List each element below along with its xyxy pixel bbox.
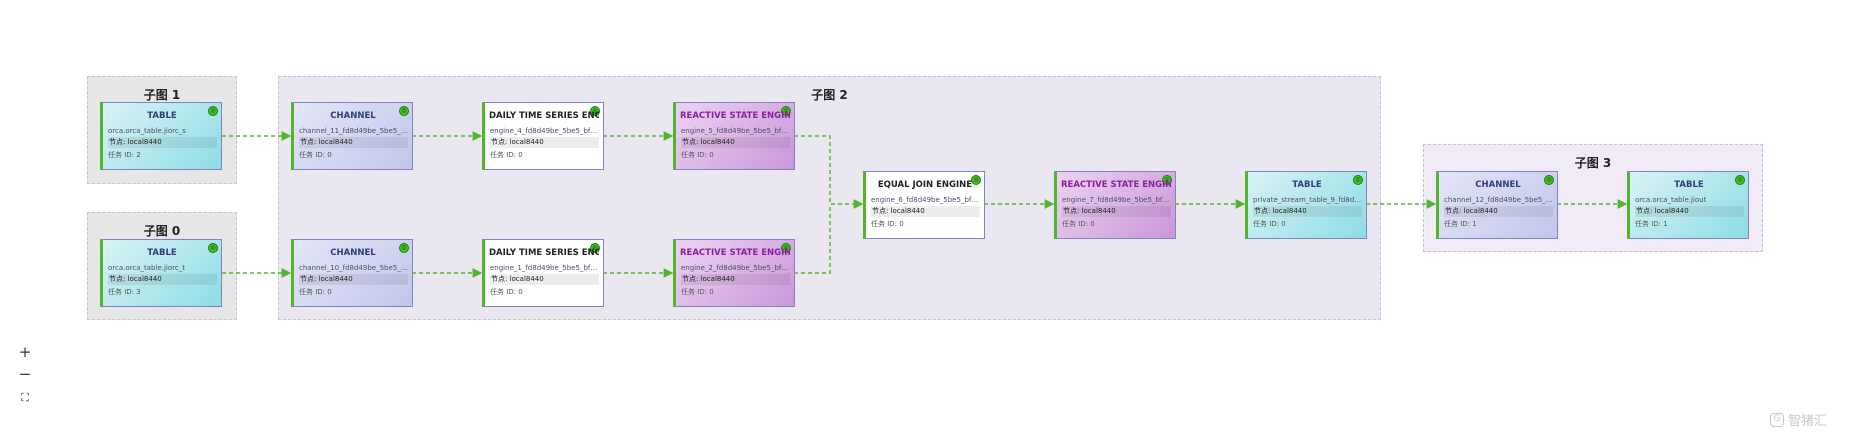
status-ok-icon: ◎ [590,106,600,116]
node-daily-ts-engine-1[interactable]: ◎ DAILY TIME SERIES ENGINE engine_1_fd8d… [482,239,604,307]
node-id: engine_1_fd8d49be_5be5_bf8... [490,264,599,272]
status-ok-icon: ◎ [1735,175,1745,185]
subgraph-3-title: 子图 3 [1574,156,1612,170]
node-address: 节点: local8440 [108,137,217,148]
node-task-id: 任务 ID: 0 [681,288,714,296]
node-task-id: 任务 ID: 0 [490,288,523,296]
watermark-text: 智猪汇 [1787,414,1827,429]
node-address: 节点: local8440 [490,274,599,285]
subgraph-2-title: 子图 2 [811,88,848,102]
watermark: G 智猪汇 [1769,410,1827,429]
node-address: 节点: local8440 [1253,206,1362,217]
fit-view-button[interactable]: ⛶ [21,391,29,404]
node-task-id: 任务 ID: 0 [490,151,523,159]
node-id: engine_5_fd8d49be_5be5_bf8... [681,127,790,135]
subgraph-0-title: 子图 0 [143,224,181,238]
node-address: 节点: local8440 [1062,206,1171,217]
status-ok-icon: ◎ [781,106,791,116]
node-channel-12[interactable]: ◎ CHANNEL channel_12_fd8d49be_5be5_b... … [1436,171,1558,239]
node-address: 节点: local8440 [299,137,408,148]
node-type: EQUAL JOIN ENGINE [877,180,973,190]
status-ok-icon: ◎ [590,243,600,253]
node-type: TABLE [1674,180,1704,190]
node-address: 节点: local8440 [108,274,217,285]
node-daily-ts-engine-4[interactable]: ◎ DAILY TIME SERIES ENGINE engine_4_fd8d… [482,102,604,170]
node-id: channel_11_fd8d49be_5be5_bf8... [299,127,408,135]
node-task-id: 任务 ID: 0 [871,220,904,228]
node-private-stream-table-9[interactable]: ◎ TABLE private_stream_table_9_fd8d4... … [1245,171,1367,239]
node-type: DAILY TIME SERIES ENGINE [489,248,599,258]
node-table-orca-jiorc-s[interactable]: ◎ TABLE orca.orca_table.jiorc_s 节点: loca… [100,102,222,170]
node-task-id: 任务 ID: 3 [108,288,141,296]
node-task-id: 任务 ID: 0 [299,288,332,296]
node-id: orca.orca_table.jiorc_s [108,127,186,135]
node-task-id: 任务 ID: 0 [681,151,714,159]
status-ok-icon: ◎ [399,243,409,253]
node-id: engine_7_fd8d49be_5be5_bf8... [1062,196,1171,204]
node-type: DAILY TIME SERIES ENGINE [489,111,599,121]
status-ok-icon: ◎ [1544,175,1554,185]
node-id: orca.orca_table.jiout [1635,196,1707,204]
node-address: 节点: local8440 [1635,206,1744,217]
node-type: CHANNEL [1475,180,1521,190]
node-id: channel_12_fd8d49be_5be5_b... [1444,196,1553,204]
zoom-in-button[interactable]: + [18,343,32,361]
node-task-id: 任务 ID: 1 [1635,220,1668,228]
status-ok-icon: ◎ [781,243,791,253]
status-ok-icon: ◎ [1162,175,1172,185]
node-reactive-engine-2[interactable]: ◎ REACTIVE STATE ENGINE engine_2_fd8d49b… [673,239,795,307]
node-channel-11[interactable]: ◎ CHANNEL channel_11_fd8d49be_5be5_bf8..… [291,102,413,170]
watermark-logo-icon: G [1769,412,1784,427]
node-id: engine_2_fd8d49be_5be5_bf8... [681,264,790,272]
node-address: 节点: local8440 [490,137,599,148]
node-address: 节点: local8440 [871,206,980,217]
node-address: 节点: local8440 [299,274,408,285]
node-task-id: 任务 ID: 0 [1062,220,1095,228]
status-ok-icon: ◎ [399,106,409,116]
status-ok-icon: ◎ [1353,175,1363,185]
node-id: engine_6_fd8d49be_5be5_bf8... [871,196,980,204]
status-ok-icon: ◎ [208,106,218,116]
status-ok-icon: ◎ [208,243,218,253]
node-type: CHANNEL [330,111,376,121]
node-type: REACTIVE STATE ENGINE [680,111,790,121]
node-id: private_stream_table_9_fd8d4... [1253,196,1362,204]
node-task-id: 任务 ID: 1 [1444,220,1477,228]
node-address: 节点: local8440 [681,137,790,148]
node-channel-10[interactable]: ◎ CHANNEL channel_10_fd8d49be_5be5_b... … [291,239,413,307]
node-address: 节点: local8440 [681,274,790,285]
node-id: channel_10_fd8d49be_5be5_b... [299,264,408,272]
node-type: REACTIVE STATE ENGINE [680,248,790,258]
node-type: CHANNEL [330,248,376,258]
node-task-id: 任务 ID: 0 [299,151,332,159]
node-id: engine_4_fd8d49be_5be5_bf8... [490,127,599,135]
node-equal-join-engine-6[interactable]: ◎ EQUAL JOIN ENGINE engine_6_fd8d49be_5b… [863,171,985,239]
node-type: TABLE [147,248,177,258]
node-task-id: 任务 ID: 2 [108,151,141,159]
node-address: 节点: local8440 [1444,206,1553,217]
node-id: orca.orca_table.jiorc_t [108,264,185,272]
node-task-id: 任务 ID: 0 [1253,220,1286,228]
subgraph-1-title: 子图 1 [143,88,181,102]
node-reactive-engine-7[interactable]: ◎ REACTIVE STATE ENGINE engine_7_fd8d49b… [1054,171,1176,239]
node-type: TABLE [147,111,177,121]
node-type: TABLE [1292,180,1322,190]
status-ok-icon: ◎ [971,175,981,185]
zoom-out-button[interactable]: − [18,365,32,383]
node-reactive-engine-5[interactable]: ◎ REACTIVE STATE ENGINE engine_5_fd8d49b… [673,102,795,170]
node-type: REACTIVE STATE ENGINE [1061,180,1171,190]
node-table-orca-jiout[interactable]: ◎ TABLE orca.orca_table.jiout 节点: local8… [1627,171,1749,239]
edge-engine-5-to-engine-6 [794,135,864,209]
node-table-orca-jiorc-t[interactable]: ◎ TABLE orca.orca_table.jiorc_t 节点: loca… [100,239,222,307]
edge-engine-2-to-engine-6 [794,204,831,274]
